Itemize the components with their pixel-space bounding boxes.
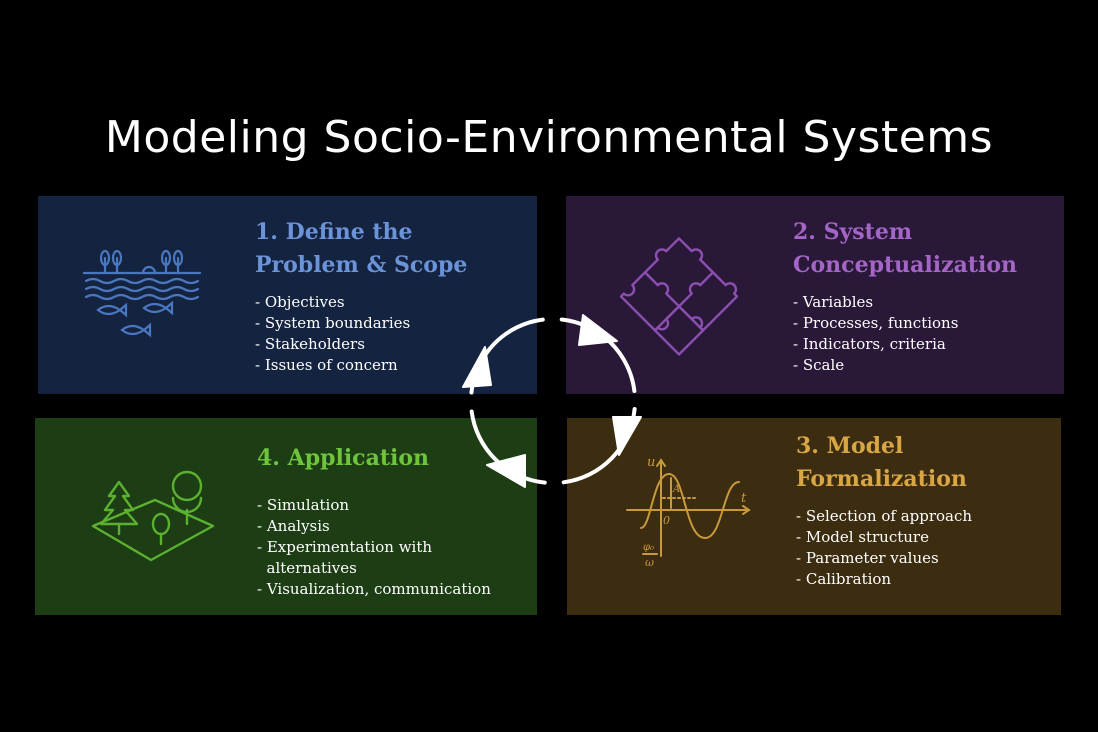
panel-system-conceptualization: 2. System Conceptualization - Variables … <box>566 196 1064 394</box>
list-item: - System boundaries <box>255 314 411 332</box>
list-item: - Indicators, criteria <box>793 335 946 353</box>
graph-label-denom: ω <box>645 556 654 568</box>
list-item: - Selection of approach <box>796 507 973 525</box>
arrow-head-bottom-right <box>612 416 642 456</box>
graph-axis-t: t <box>741 491 747 506</box>
panel-title: 1. Define the Problem & Scope <box>255 219 468 278</box>
list-item: - Variables <box>793 293 874 311</box>
list-item: - Stakeholders <box>255 335 365 353</box>
list-item: - Scale <box>793 356 845 374</box>
item-list: - Selection of approach - Model structur… <box>796 506 972 590</box>
panel-define-problem: 1. Define the Problem & Scope - Objectiv… <box>38 196 537 394</box>
graph-label-numer: φ₀ <box>643 542 654 553</box>
panel-model-formalization: u t A 0 φ₀ ω 3. Model Formalization - Se… <box>567 418 1061 615</box>
panel-title: 2. System Conceptualization <box>793 219 1018 278</box>
list-item: - Model structure <box>796 528 929 546</box>
list-item: alternatives <box>257 559 357 577</box>
graph-label-a: A <box>672 484 680 495</box>
list-item: - Parameter values <box>796 549 939 567</box>
page-title: Modeling Socio-Environmental Systems <box>104 112 994 163</box>
arrow-head-top-right <box>578 314 618 346</box>
puzzle-icon <box>619 237 739 356</box>
graph-label-zero: 0 <box>663 514 670 527</box>
arrow-head-bottom-left <box>486 454 526 488</box>
list-item: - Analysis <box>257 517 330 535</box>
panel-application: 4. Application - Simulation - Analysis -… <box>35 418 537 615</box>
cycle-arrows-icon <box>462 314 642 488</box>
list-item: - Objectives <box>255 293 345 311</box>
graph-axis-u: u <box>647 455 655 470</box>
item-list: - Objectives - System boundaries - Stake… <box>255 292 410 376</box>
landscape-trees-icon <box>91 470 215 562</box>
panel-title: 4. Application <box>257 445 430 471</box>
item-list: - Variables - Processes, functions - Ind… <box>793 292 958 376</box>
cycle-ring <box>469 317 637 485</box>
list-item: - Experimentation with <box>257 538 433 556</box>
item-list: - Simulation - Analysis - Experimentatio… <box>257 495 491 600</box>
list-item: - Processes, functions <box>793 314 959 332</box>
list-item: - Calibration <box>796 570 892 588</box>
list-item: - Visualization, communication <box>257 580 491 598</box>
sine-wave-graph-icon: u t A 0 φ₀ ω <box>626 455 751 568</box>
river-fish-trees-icon <box>82 249 202 338</box>
list-item: - Simulation <box>257 496 350 514</box>
list-item: - Issues of concern <box>255 356 398 374</box>
arrow-head-top-left <box>462 346 492 388</box>
panel-title: 3. Model Formalization <box>796 433 967 492</box>
